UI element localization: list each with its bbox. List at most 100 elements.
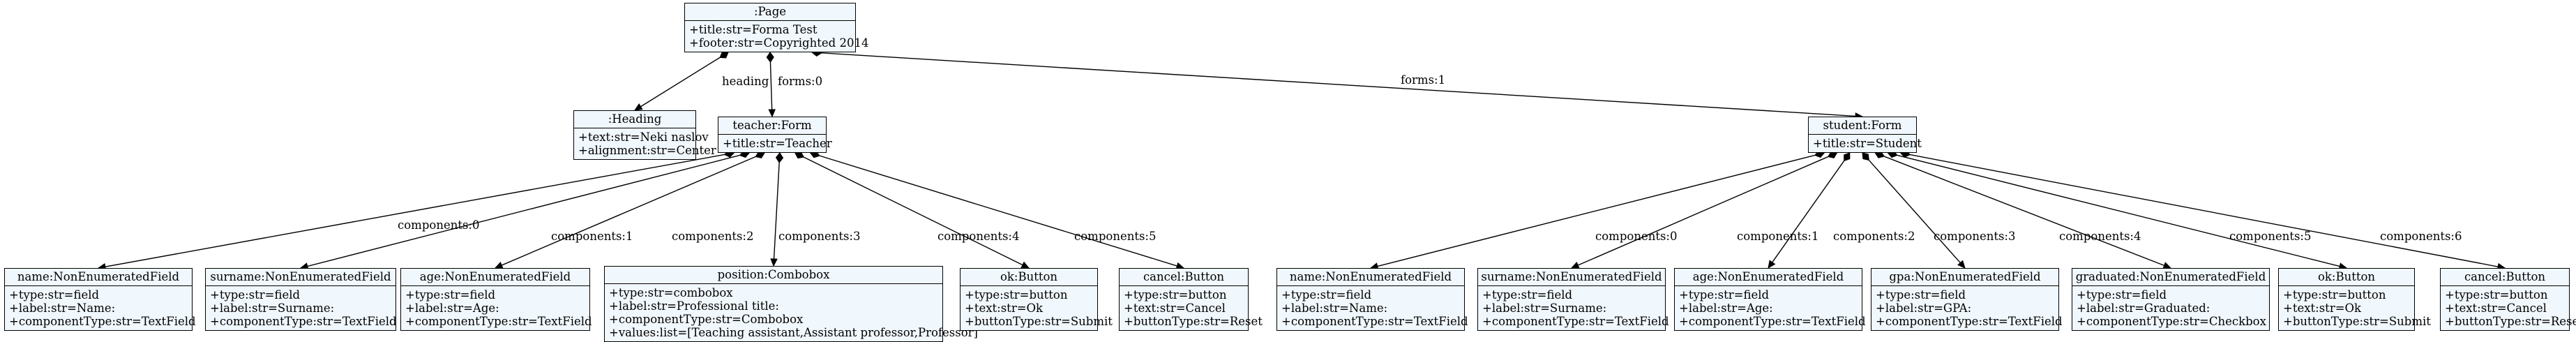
node-attributes: +type:str=field +label:str=Surname: +com… (206, 286, 397, 330)
node-student-age: age:NonEnumeratedField +type:str=field +… (1674, 268, 1866, 331)
edge-line (307, 154, 740, 267)
edge-line (105, 154, 725, 267)
node-teacher-position: position:Combobox +type:str=combobox +la… (604, 266, 978, 342)
node-attribute: +componentType:str=TextField (1482, 315, 1669, 328)
node-attributes: +type:str=field +label:str=Surname: +com… (1478, 286, 1669, 330)
node-attribute: +type:str=button (1124, 288, 1227, 302)
edge-arrowhead (1020, 261, 1030, 269)
node-student-gpa: gpa:NonEnumeratedField +type:str=field +… (1871, 268, 2063, 331)
node-title: :Heading (574, 111, 695, 128)
node-attributes: +type:str=button +text:str=Cancel +butto… (1120, 286, 1263, 330)
node-title: ok:Button (961, 269, 1097, 286)
node-attribute: +type:str=combobox (609, 286, 733, 299)
edges-layer (97, 48, 2506, 271)
node-title: student:Form (1809, 117, 1916, 135)
node-attribute: +buttonType:str=Reset (1124, 315, 1263, 328)
node-teacher-surname: surname:NonEnumeratedField +type:str=fie… (205, 268, 397, 331)
node-attribute: +componentType:str=TextField (405, 315, 592, 328)
node-title: age:NonEnumeratedField (1675, 269, 1862, 286)
node-attribute: +type:str=field (2077, 288, 2167, 302)
composition-diamond (766, 52, 774, 63)
node-teacher-name: name:NonEnumeratedField +type:str=field … (4, 268, 196, 331)
composition-diamond (1862, 152, 1869, 161)
node-attribute: +buttonType:str=Submit (965, 315, 1113, 328)
node-attribute: +type:str=field (1281, 288, 1372, 302)
node-title: cancel:Button (2441, 269, 2569, 286)
edge-line (1868, 159, 1961, 263)
node-attributes: +title:str=Forma Test +footer:str=Copyri… (685, 21, 869, 52)
edge-label-student-components-3: components:3 (1934, 230, 2016, 243)
node-attribute: +type:str=field (9, 288, 100, 302)
edge-label-forms-1: forms:1 (1401, 73, 1446, 87)
edge-line (804, 156, 1023, 266)
node-attribute: +componentType:str=TextField (1876, 315, 2063, 328)
node-attribute: +values:list=[Teaching assistant,Assista… (609, 326, 978, 339)
node-student-cancel: cancel:Button +type:str=button +text:str… (2440, 268, 2576, 331)
node-attribute: +componentType:str=TextField (9, 315, 196, 328)
node-title: gpa:NonEnumeratedField (1871, 269, 2058, 286)
edge-label-teacher-components-3: components:3 (778, 230, 861, 243)
edge-line (1377, 154, 1816, 267)
node-student-surname: surname:NonEnumeratedField +type:str=fie… (1477, 268, 1669, 331)
node-attributes: +type:str=combobox +label:str=Profession… (605, 284, 978, 341)
node-attribute: +label:str=Professional title: (609, 299, 779, 313)
node-attributes: +text:str=Neki naslov +alignment:str=Cen… (574, 128, 716, 159)
node-attribute: +title:str=Student (1813, 137, 1922, 150)
node-title: cancel:Button (1120, 269, 1248, 286)
node-attribute: +type:str=field (1679, 288, 1770, 302)
node-title: name:NonEnumeratedField (5, 269, 192, 286)
node-student-ok: ok:Button +type:str=button +text:str=Ok … (2278, 268, 2431, 331)
node-attribute: +alignment:str=Center (578, 144, 716, 157)
node-attribute: +type:str=field (210, 288, 301, 302)
node-title: surname:NonEnumeratedField (206, 269, 396, 286)
node-attribute: +buttonType:str=Submit (2283, 315, 2431, 328)
node-attributes: +type:str=field +label:str=Name: +compon… (5, 286, 196, 330)
edge-arrowhead (1768, 260, 1776, 269)
edge-arrowhead (1957, 260, 1966, 269)
node-attributes: +type:str=field +label:str=Age: +compone… (1675, 286, 1866, 330)
edge-line (1910, 154, 2499, 267)
node-teacher-cancel: cancel:Button +type:str=button +text:str… (1119, 268, 1263, 331)
node-title: surname:NonEnumeratedField (1478, 269, 1665, 286)
composition-diamond (775, 152, 784, 163)
edge-label-student-components-5: components:5 (2229, 230, 2312, 243)
node-student-form: student:Form +title:str=Student (1808, 117, 1922, 153)
edge-arrowhead (1570, 261, 1580, 269)
node-attribute: +type:str=field (405, 288, 496, 302)
node-attribute: +type:str=field (1876, 288, 1966, 302)
node-teacher-form: teacher:Form +title:str=Teacher (718, 117, 832, 153)
node-heading: :Heading +text:str=Neki naslov +alignmen… (573, 110, 716, 160)
node-attribute: +type:str=field (1482, 288, 1573, 302)
node-title: ok:Button (2279, 269, 2414, 286)
edge-label-student-components-4: components:4 (2059, 230, 2141, 243)
node-attribute: +footer:str=Copyrighted 2014 (689, 36, 869, 50)
node-attributes: +type:str=button +text:str=Ok +buttonTyp… (2279, 286, 2431, 330)
edge-label-heading: heading (722, 75, 769, 88)
node-attribute: +buttonType:str=Reset (2445, 315, 2576, 328)
node-student-graduated: graduated:NonEnumeratedField +type:str=f… (2072, 268, 2270, 331)
edge-line (1772, 161, 1845, 263)
node-attribute: +title:str=Teacher (723, 137, 832, 150)
edge-line (769, 61, 773, 110)
edge-line (1577, 156, 1829, 266)
node-attributes: +type:str=button +text:str=Cancel +butto… (2441, 286, 2576, 330)
node-page: :Page +title:str=Forma Test +footer:str=… (684, 3, 869, 52)
edge-label-student-components-6: components:6 (2380, 230, 2462, 243)
node-attribute: +type:str=button (965, 288, 1068, 302)
node-attribute: +componentType:str=Checkbox (2077, 315, 2266, 328)
edge-arrowhead (494, 262, 504, 269)
edge-label-teacher-components-1: components:1 (551, 230, 633, 243)
edge-label-student-components-0: components:0 (1595, 230, 1678, 243)
edge-arrowhead (633, 103, 643, 111)
edge-label-forms-0: forms:0 (778, 75, 823, 88)
node-title: teacher:Form (718, 117, 826, 135)
edge-label-teacher-components-4: components:4 (937, 230, 1020, 243)
edge-line (501, 156, 756, 266)
node-attribute: +title:str=Forma Test (689, 23, 818, 36)
node-attributes: +title:str=Student (1809, 135, 1922, 152)
node-attributes: +type:str=button +text:str=Ok +buttonTyp… (961, 286, 1113, 330)
edge-line (1897, 154, 2340, 267)
edge-arrowhead (768, 109, 776, 118)
node-attributes: +type:str=field +label:str=GPA: +compone… (1871, 286, 2063, 330)
node-attributes: +type:str=field +label:str=Age: +compone… (401, 286, 592, 330)
